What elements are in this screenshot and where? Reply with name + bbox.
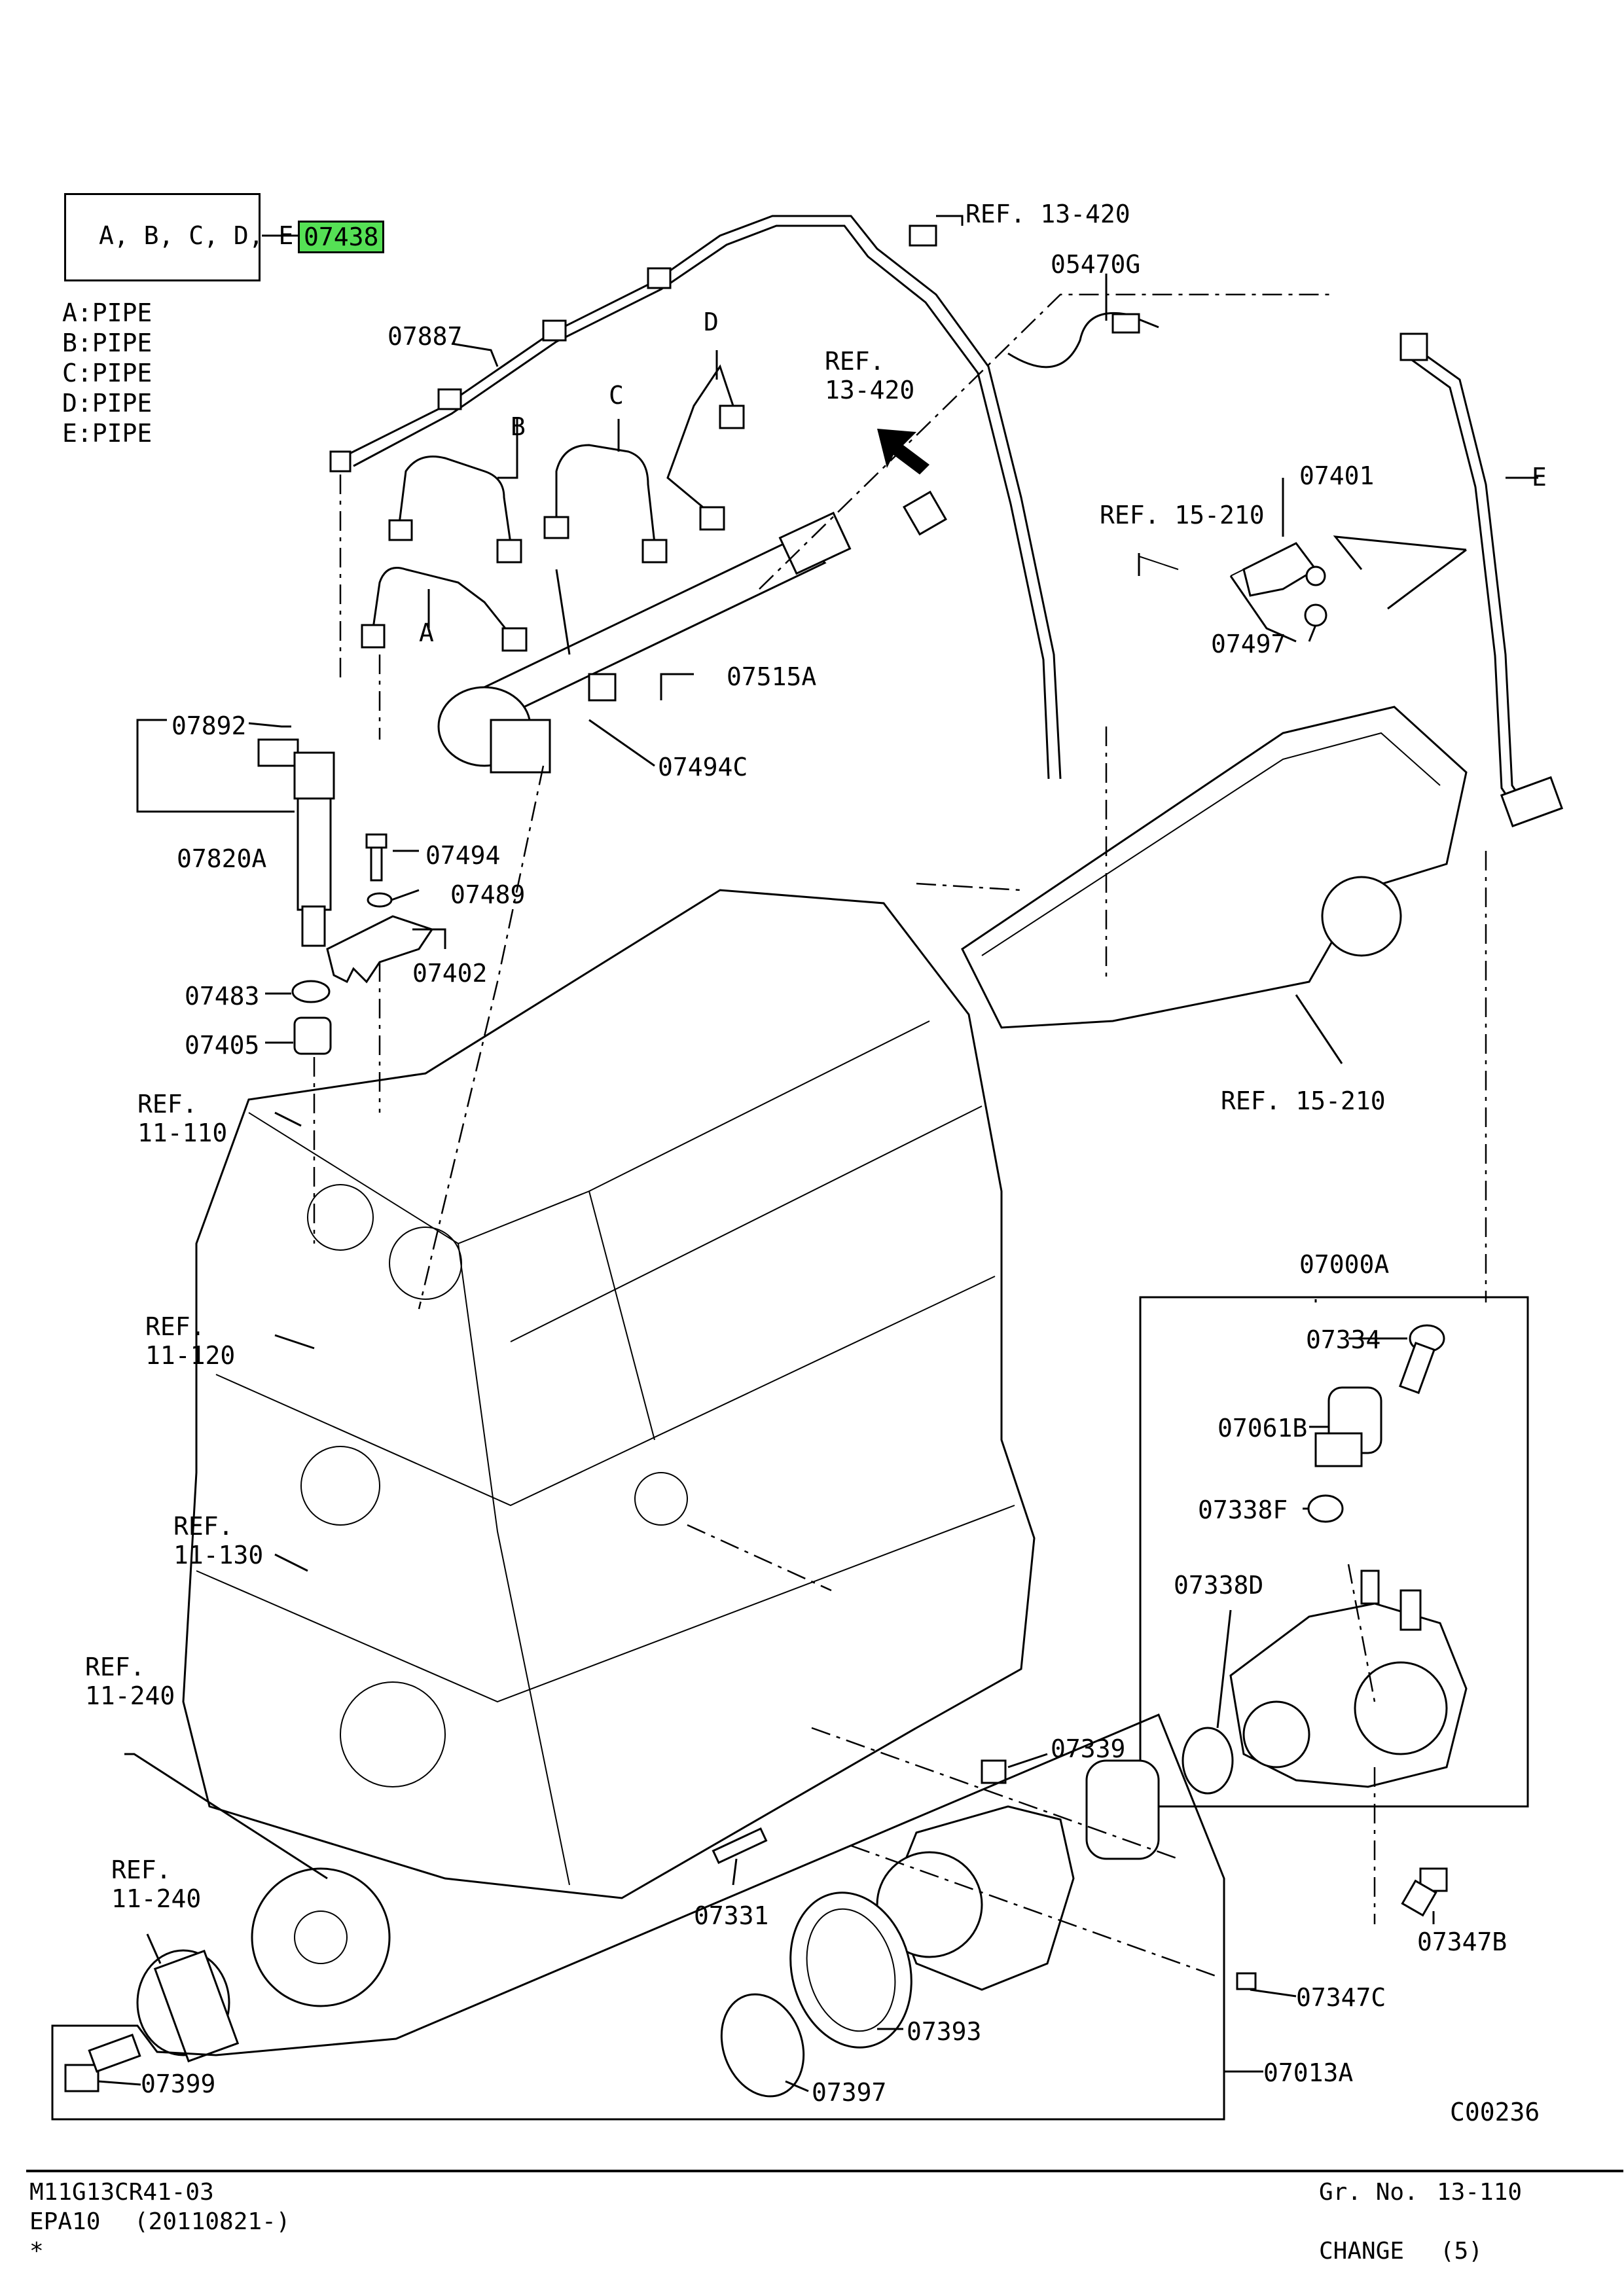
- footer-star: *: [29, 2238, 44, 2265]
- legend-group-box: A, B, C, D, E: [64, 193, 293, 281]
- clamp-07402: [326, 915, 434, 984]
- callout-07515A[interactable]: 07515A: [727, 662, 817, 691]
- callout-07401[interactable]: 07401: [1299, 461, 1375, 490]
- callout-pipe-e[interactable]: E: [1532, 463, 1547, 492]
- bolt-07399: [64, 2034, 141, 2092]
- callout-ref-11-110[interactable]: REF. 11-110: [137, 1090, 228, 1147]
- footer-divider: [26, 2170, 1623, 2172]
- legend-item: E:PIPE: [62, 419, 153, 448]
- bolt-07494: [365, 833, 388, 882]
- callout-05470G[interactable]: 05470G: [1051, 250, 1141, 279]
- footer-change-label: CHANGE: [1319, 2238, 1405, 2265]
- callout-07334[interactable]: 07334: [1306, 1325, 1381, 1354]
- callout-pipe-b[interactable]: B: [511, 412, 526, 441]
- callout-07347B[interactable]: 07347B: [1417, 1928, 1507, 1956]
- callout-07393[interactable]: 07393: [907, 2017, 982, 2046]
- legend-group-part-number[interactable]: 07438: [298, 221, 385, 253]
- return-pipe-07887: [329, 215, 1062, 780]
- bolt-07347B: [1401, 1867, 1448, 1917]
- callout-07892[interactable]: 07892: [171, 711, 247, 740]
- legend-item: D:PIPE: [62, 389, 153, 418]
- callout-ref-11-240-upper[interactable]: REF. 11-240: [85, 1653, 175, 1710]
- callout-pipe-d[interactable]: D: [704, 308, 719, 336]
- legend-item: A:PIPE: [62, 298, 153, 327]
- callout-07483[interactable]: 07483: [185, 982, 260, 1011]
- engine-block: [182, 889, 1036, 1899]
- callout-07061B[interactable]: 07061B: [1218, 1414, 1308, 1443]
- oring-07338F: [1307, 1494, 1344, 1523]
- callout-07338D[interactable]: 07338D: [1174, 1571, 1264, 1600]
- footer-model: M11G13CR41-03: [29, 2179, 214, 2206]
- callout-07402[interactable]: 07402: [412, 959, 488, 988]
- callout-07000A[interactable]: 07000A: [1299, 1250, 1390, 1279]
- footer-group-number: 13-110: [1437, 2179, 1523, 2206]
- callout-07347C[interactable]: 07347C: [1296, 1983, 1386, 2012]
- washer-07489: [367, 892, 393, 908]
- callout-07494[interactable]: 07494: [425, 841, 501, 870]
- callout-07494C[interactable]: 07494C: [658, 753, 748, 781]
- timing-gear: [136, 1867, 391, 2063]
- bolt-07347C: [1236, 1972, 1257, 1990]
- lower-group-boundary: [51, 1713, 1225, 2121]
- footer-date-range: (20110821-): [134, 2208, 291, 2235]
- callout-ref-15-210-bottom[interactable]: REF. 15-210: [1221, 1086, 1386, 1115]
- callout-ref-15-210-top[interactable]: REF. 15-210: [1100, 501, 1265, 529]
- callout-ref-11-240-lower[interactable]: REF. 11-240: [111, 1856, 202, 1913]
- injector-07820A: [257, 738, 335, 947]
- legend-group-label: A, B, C, D, E: [99, 221, 294, 250]
- callout-07399[interactable]: 07399: [141, 2070, 216, 2098]
- bolt-07334: [1399, 1324, 1445, 1394]
- callout-ref-11-130[interactable]: REF. 11-130: [173, 1512, 264, 1570]
- bolt-07339: [981, 1759, 1007, 1784]
- harness-05470G: [1007, 312, 1159, 368]
- seal-07483: [291, 980, 331, 1003]
- callout-07397[interactable]: 07397: [812, 2078, 887, 2107]
- pipe-d: [666, 364, 745, 531]
- pipe-c: [543, 444, 668, 564]
- clip-part: [909, 224, 937, 247]
- oring-07397: [720, 1993, 805, 2098]
- callout-ref-13-420-arrow[interactable]: REF. 13-420: [825, 347, 915, 404]
- pump-group-box: [1139, 1296, 1529, 1808]
- pipe-b: [388, 456, 522, 564]
- rocker-cover: [961, 706, 1468, 1029]
- callout-07331[interactable]: 07331: [694, 1901, 769, 1930]
- valve-07061B: [1314, 1386, 1382, 1467]
- callout-07405[interactable]: 07405: [185, 1031, 260, 1060]
- legend-item: B:PIPE: [62, 329, 153, 357]
- footer-change-number: (5): [1440, 2238, 1483, 2265]
- gasket-07393: [789, 1892, 912, 2049]
- sleeve-07405: [293, 1016, 332, 1055]
- callout-07338F[interactable]: 07338F: [1198, 1496, 1288, 1524]
- footer-engine: EPA10: [29, 2208, 101, 2235]
- common-rail-07515A: [437, 511, 852, 774]
- bracket-07401: [1138, 542, 1327, 627]
- footer-group-label: Gr. No.: [1319, 2179, 1418, 2206]
- callout-07489[interactable]: 07489: [450, 880, 526, 909]
- pipe-a: [361, 567, 528, 652]
- legend-list: A:PIPE B:PIPE C:PIPE D:PIPE E:PIPE: [62, 298, 152, 448]
- reference-lines: [313, 293, 1487, 1978]
- callout-pipe-c[interactable]: C: [609, 381, 624, 410]
- pump-housing: [876, 1805, 1075, 1991]
- callout-07497[interactable]: 07497: [1211, 630, 1286, 658]
- callout-ref-11-120[interactable]: REF. 11-120: [145, 1312, 236, 1370]
- callout-07013A[interactable]: 07013A: [1263, 2058, 1354, 2087]
- stud-07331: [712, 1827, 768, 1864]
- legend-item: C:PIPE: [62, 359, 153, 387]
- callout-07820A[interactable]: 07820A: [177, 844, 267, 873]
- callout-07887[interactable]: 07887: [388, 322, 463, 351]
- hp-pump: [1229, 1570, 1468, 1788]
- direction-arrow-icon: [877, 429, 929, 475]
- callout-pipe-a[interactable]: A: [419, 619, 434, 647]
- oring-07338D: [1182, 1727, 1234, 1795]
- callout-ref-13-420[interactable]: REF. 13-420: [965, 200, 1130, 228]
- coupling: [1085, 1759, 1160, 1860]
- callout-07339[interactable]: 07339: [1051, 1734, 1126, 1763]
- leader-lines: [98, 215, 1538, 2092]
- pipe-e: [1399, 332, 1564, 828]
- illustration-code: C00236: [1450, 2098, 1540, 2126]
